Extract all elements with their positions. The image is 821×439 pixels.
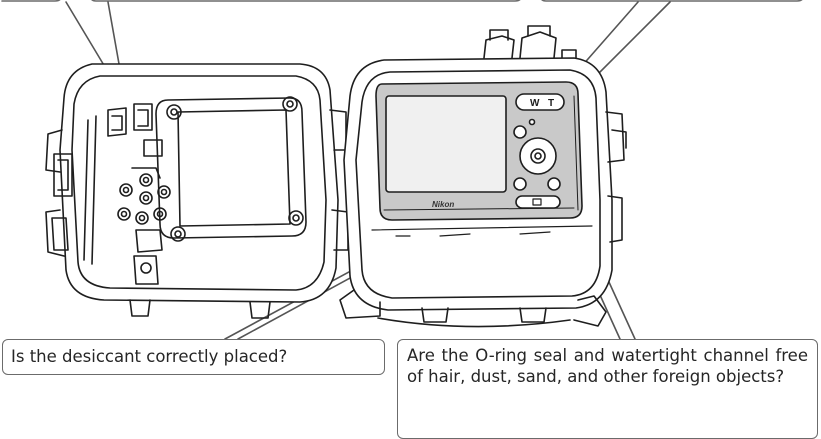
top-callout-frames xyxy=(1,0,803,2)
zoom-w-label: W xyxy=(530,98,540,109)
callout-oring-seal: Are the O-ring seal and watertight chann… xyxy=(397,339,818,439)
zoom-t-label: T xyxy=(548,98,554,109)
callout-desiccant: Is the desiccant correctly placed? xyxy=(2,339,385,375)
housing-main-body xyxy=(339,25,627,328)
nikon-logo: Nikon xyxy=(432,200,454,209)
lcd-screen xyxy=(385,95,507,193)
zoom-rocker xyxy=(515,93,565,111)
playback-button xyxy=(515,195,561,209)
housing-back-cover xyxy=(45,63,349,319)
